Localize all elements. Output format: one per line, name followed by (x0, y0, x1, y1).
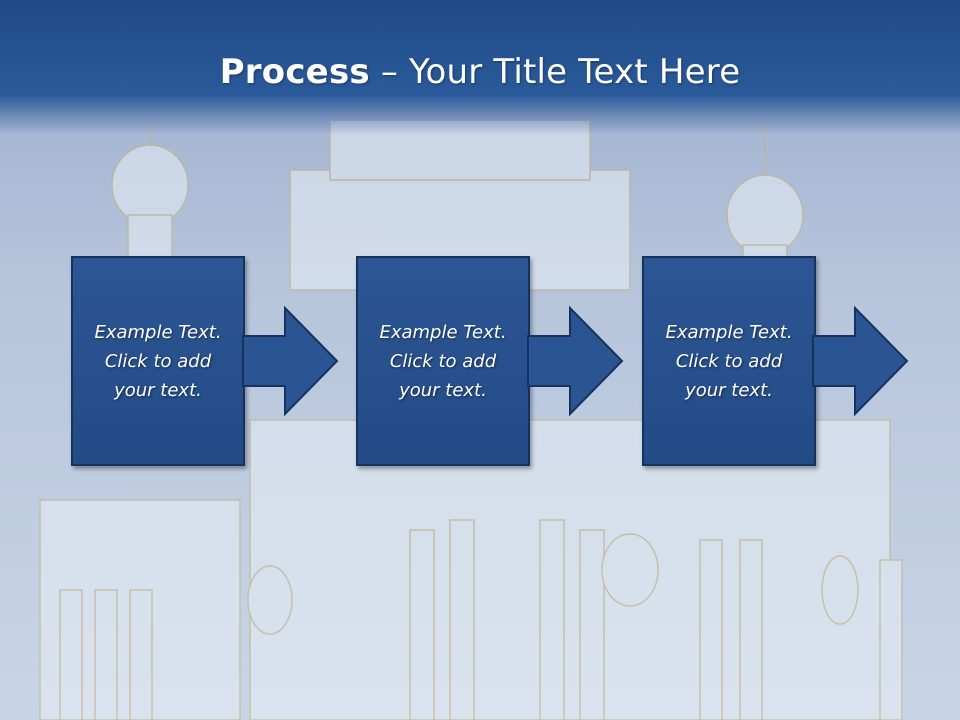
title-rest: – Your Title Text Here (369, 52, 741, 92)
step-box[interactable]: Example Text. Click to add your text. (356, 256, 530, 466)
step-text[interactable]: Example Text. Click to add your text. (94, 321, 222, 401)
title-band (0, 0, 960, 135)
right-arrow-icon (242, 306, 339, 416)
step-text[interactable]: Example Text. Click to add your text. (665, 321, 793, 401)
title-bold: Process (219, 52, 370, 92)
slide-title[interactable]: Process – Your Title Text Here (0, 52, 960, 92)
step-box[interactable]: Example Text. Click to add your text. (71, 256, 245, 466)
process-step-2[interactable]: Example Text. Click to add your text. (356, 256, 530, 466)
right-arrow-icon (527, 306, 624, 416)
right-arrow-icon (812, 306, 909, 416)
process-step-3[interactable]: Example Text. Click to add your text. (642, 256, 816, 466)
step-box[interactable]: Example Text. Click to add your text. (642, 256, 816, 466)
step-text[interactable]: Example Text. Click to add your text. (379, 321, 507, 401)
process-step-1[interactable]: Example Text. Click to add your text. (71, 256, 245, 466)
